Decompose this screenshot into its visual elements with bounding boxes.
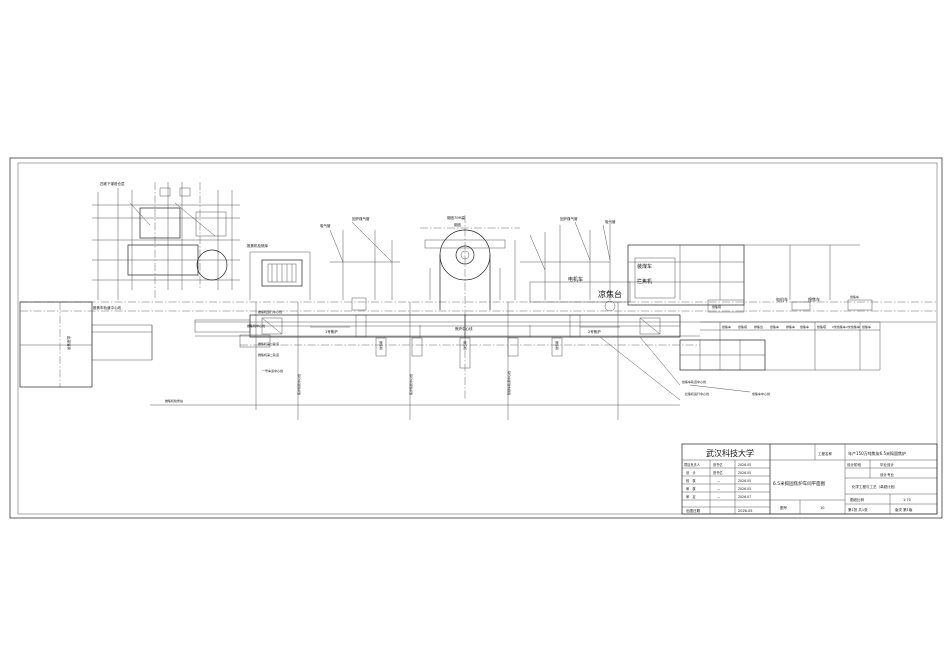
right-cell-5: 熄焦车 <box>800 324 809 329</box>
row-role: 审 核 <box>686 486 696 491</box>
coal-tower-label: 四坡下煤塔仓层 <box>100 181 125 186</box>
pusher-left-label: 推焦机 <box>379 341 384 350</box>
right-cell-7: 2米熄焦车 <box>832 324 846 329</box>
signature-rows: 项目负责人 张书亿 2026.05 设 计 张书亿 2026.05 校 核 — … <box>684 462 751 499</box>
quench-station: 熄焦塔 电机车 熄焦车 熄焦车 熄焦车 熄焦塔 排焦台 熄焦车 排焦车 熄焦车 … <box>679 294 881 371</box>
exhaust-pipes: 吸气管 回炉煤气管 回炉煤气管 吸气管 <box>320 216 616 300</box>
row-date: 2026.07 <box>738 495 751 499</box>
row-role: 设 计 <box>686 470 696 475</box>
row-role: 审 定 <box>686 494 696 499</box>
coke-quench-label: 凉焦台 <box>598 289 622 299</box>
row-date: 2026.05 <box>738 471 751 475</box>
right-cell-6: 熄焦塔 <box>817 324 826 329</box>
left-oven-labels: 推焦机运行中心线 推焦机第一轨道 推焦机第二轨道 推焦机中心线 一号车道中心线 … <box>165 297 367 403</box>
pusher-mid-label: 推焦机 <box>463 341 468 350</box>
design-stage-label: 设计阶段 <box>847 462 861 467</box>
battery1-label: 1号焦炉 <box>325 329 338 334</box>
inner-frame <box>17 162 938 515</box>
gas-pipe-right-label: 回炉煤气管 <box>560 216 578 221</box>
title-block: 武汉科技大学 工程名称 年产150万吨焦炭6.5米捣固焦炉 6.5米捣固焦炉车间… <box>681 443 938 515</box>
right-cells: 熄焦车 熄焦塔 排焦台 熄焦车 排焦车 熄焦车 熄焦塔 2米熄焦车 2米熄焦车 … <box>722 324 871 329</box>
row-date: 2026.05 <box>738 463 751 467</box>
row-name: — <box>717 487 721 491</box>
coal-track-label: 装煤车轨道中心线 <box>506 371 511 395</box>
row-name: — <box>717 479 721 483</box>
right-cell-8: 2米熄焦车 <box>846 324 860 329</box>
row-role: 校 核 <box>686 478 696 483</box>
right-pusher-label: 电机车 <box>776 296 788 302</box>
row-role: 项目负责人 <box>684 462 701 467</box>
drawing-name: 6.5米捣固焦炉车间平面图 <box>773 480 826 487</box>
row-date: 2026.05 <box>738 479 751 483</box>
left-label2: 推焦机第一轨道 <box>258 341 279 346</box>
chimney-stack: 烟囱70M高 烟囱 <box>420 215 520 400</box>
tail-car-label: 熄焦车 <box>850 294 859 299</box>
left-track-label: 推焦车轨道中心线 <box>93 305 121 310</box>
version-info: 版次 第1版 <box>895 507 913 512</box>
row-date: 2026.05 <box>738 487 751 491</box>
bottom-left-label: 推焦机检修站 <box>165 398 183 403</box>
stack-label: 烟囱70M高 <box>447 215 465 220</box>
machine-side-label: 焦炉机侧中心线 <box>296 374 301 395</box>
row-name: — <box>717 495 721 499</box>
right-tail-label: 熄焦车 <box>808 296 820 302</box>
major-label: 设计专业 <box>880 472 894 477</box>
exhaust-right-label: 吸气管 <box>605 219 616 224</box>
left-label3: 推焦机第二轨道 <box>258 352 279 357</box>
electric-car-label: 电机车 <box>568 276 583 283</box>
right-cell-9: 熄焦车 <box>862 324 871 329</box>
pusher-mid2-label: 推焦机 <box>555 341 560 350</box>
machine-room-label: 推焦机检修库 <box>247 243 268 248</box>
row-name: 张书亿 <box>713 462 723 467</box>
left-label4: 推焦机中心线 <box>247 323 265 328</box>
gas-pipe-left-label: 回炉煤气管 <box>352 216 370 221</box>
sheet-info: 第1张 共1张 <box>848 507 868 512</box>
right-cell-4: 排焦车 <box>786 324 795 329</box>
outer-frame <box>9 157 943 519</box>
major: 化学工程与工艺（卓越计划） <box>852 484 898 489</box>
scale-value: 1:70 <box>903 498 911 502</box>
drawing-no: 10 <box>820 506 824 510</box>
coal-car-label: 装煤车 <box>637 263 652 270</box>
right-cell-2: 排焦台 <box>754 324 763 329</box>
right-station-label: 熄焦塔 <box>712 304 721 309</box>
stack-sub-label: 烟囱 <box>454 222 462 227</box>
right-b2-label: 拦焦机运行中心线 <box>685 391 709 396</box>
right-cell-0: 熄焦车 <box>722 324 731 329</box>
center-line-label: 焦炉中心线 <box>455 326 473 331</box>
date-value: 2026.05 <box>738 509 752 513</box>
project-name: 年产150万吨焦炭6.5米捣固焦炉 <box>848 450 906 456</box>
left-building-label: 运焦皮带 <box>66 336 71 350</box>
track-center-label: 一号车道中心线 <box>262 368 283 373</box>
coke-guide-label: 拦焦机 <box>637 278 652 285</box>
right-b1-label: 熄焦车轨道中心线 <box>682 379 706 384</box>
right-cell-3: 熄焦车 <box>770 324 779 329</box>
battery2-label: 2号焦炉 <box>588 329 601 334</box>
drawing-no-label: 图号 <box>780 505 788 510</box>
right-lower-labels: 熄焦车轨道中心线 拦焦机运行中心线 熄焦车中心线 <box>599 336 770 401</box>
scale-label: 图纸比例 <box>850 497 864 502</box>
design-stage: 毕业设计 <box>880 462 894 467</box>
pusher-machine-left: 推焦机检修库 <box>247 243 311 300</box>
coal-car-area: 装煤车 电机车 拦焦机 凉焦台 <box>529 244 860 312</box>
right-b3-label: 熄焦车中心线 <box>752 391 770 396</box>
left-building: 运焦皮带 推焦车轨道中心线 <box>19 301 153 388</box>
exhaust-left-label: 吸气管 <box>320 223 331 228</box>
university-name: 武汉科技大学 <box>706 448 754 458</box>
coke-side-label: 焦炉焦侧中心线 <box>408 374 413 395</box>
project-label: 工程名称 <box>818 451 832 456</box>
coal-tower-area: 四坡下煤塔仓层 <box>92 181 240 300</box>
date-label: 出图日期 <box>686 508 700 513</box>
left-label1: 推焦机运行中心线 <box>258 309 282 314</box>
right-cell-1: 熄焦塔 <box>738 324 747 329</box>
row-name: 张书亿 <box>713 470 723 475</box>
